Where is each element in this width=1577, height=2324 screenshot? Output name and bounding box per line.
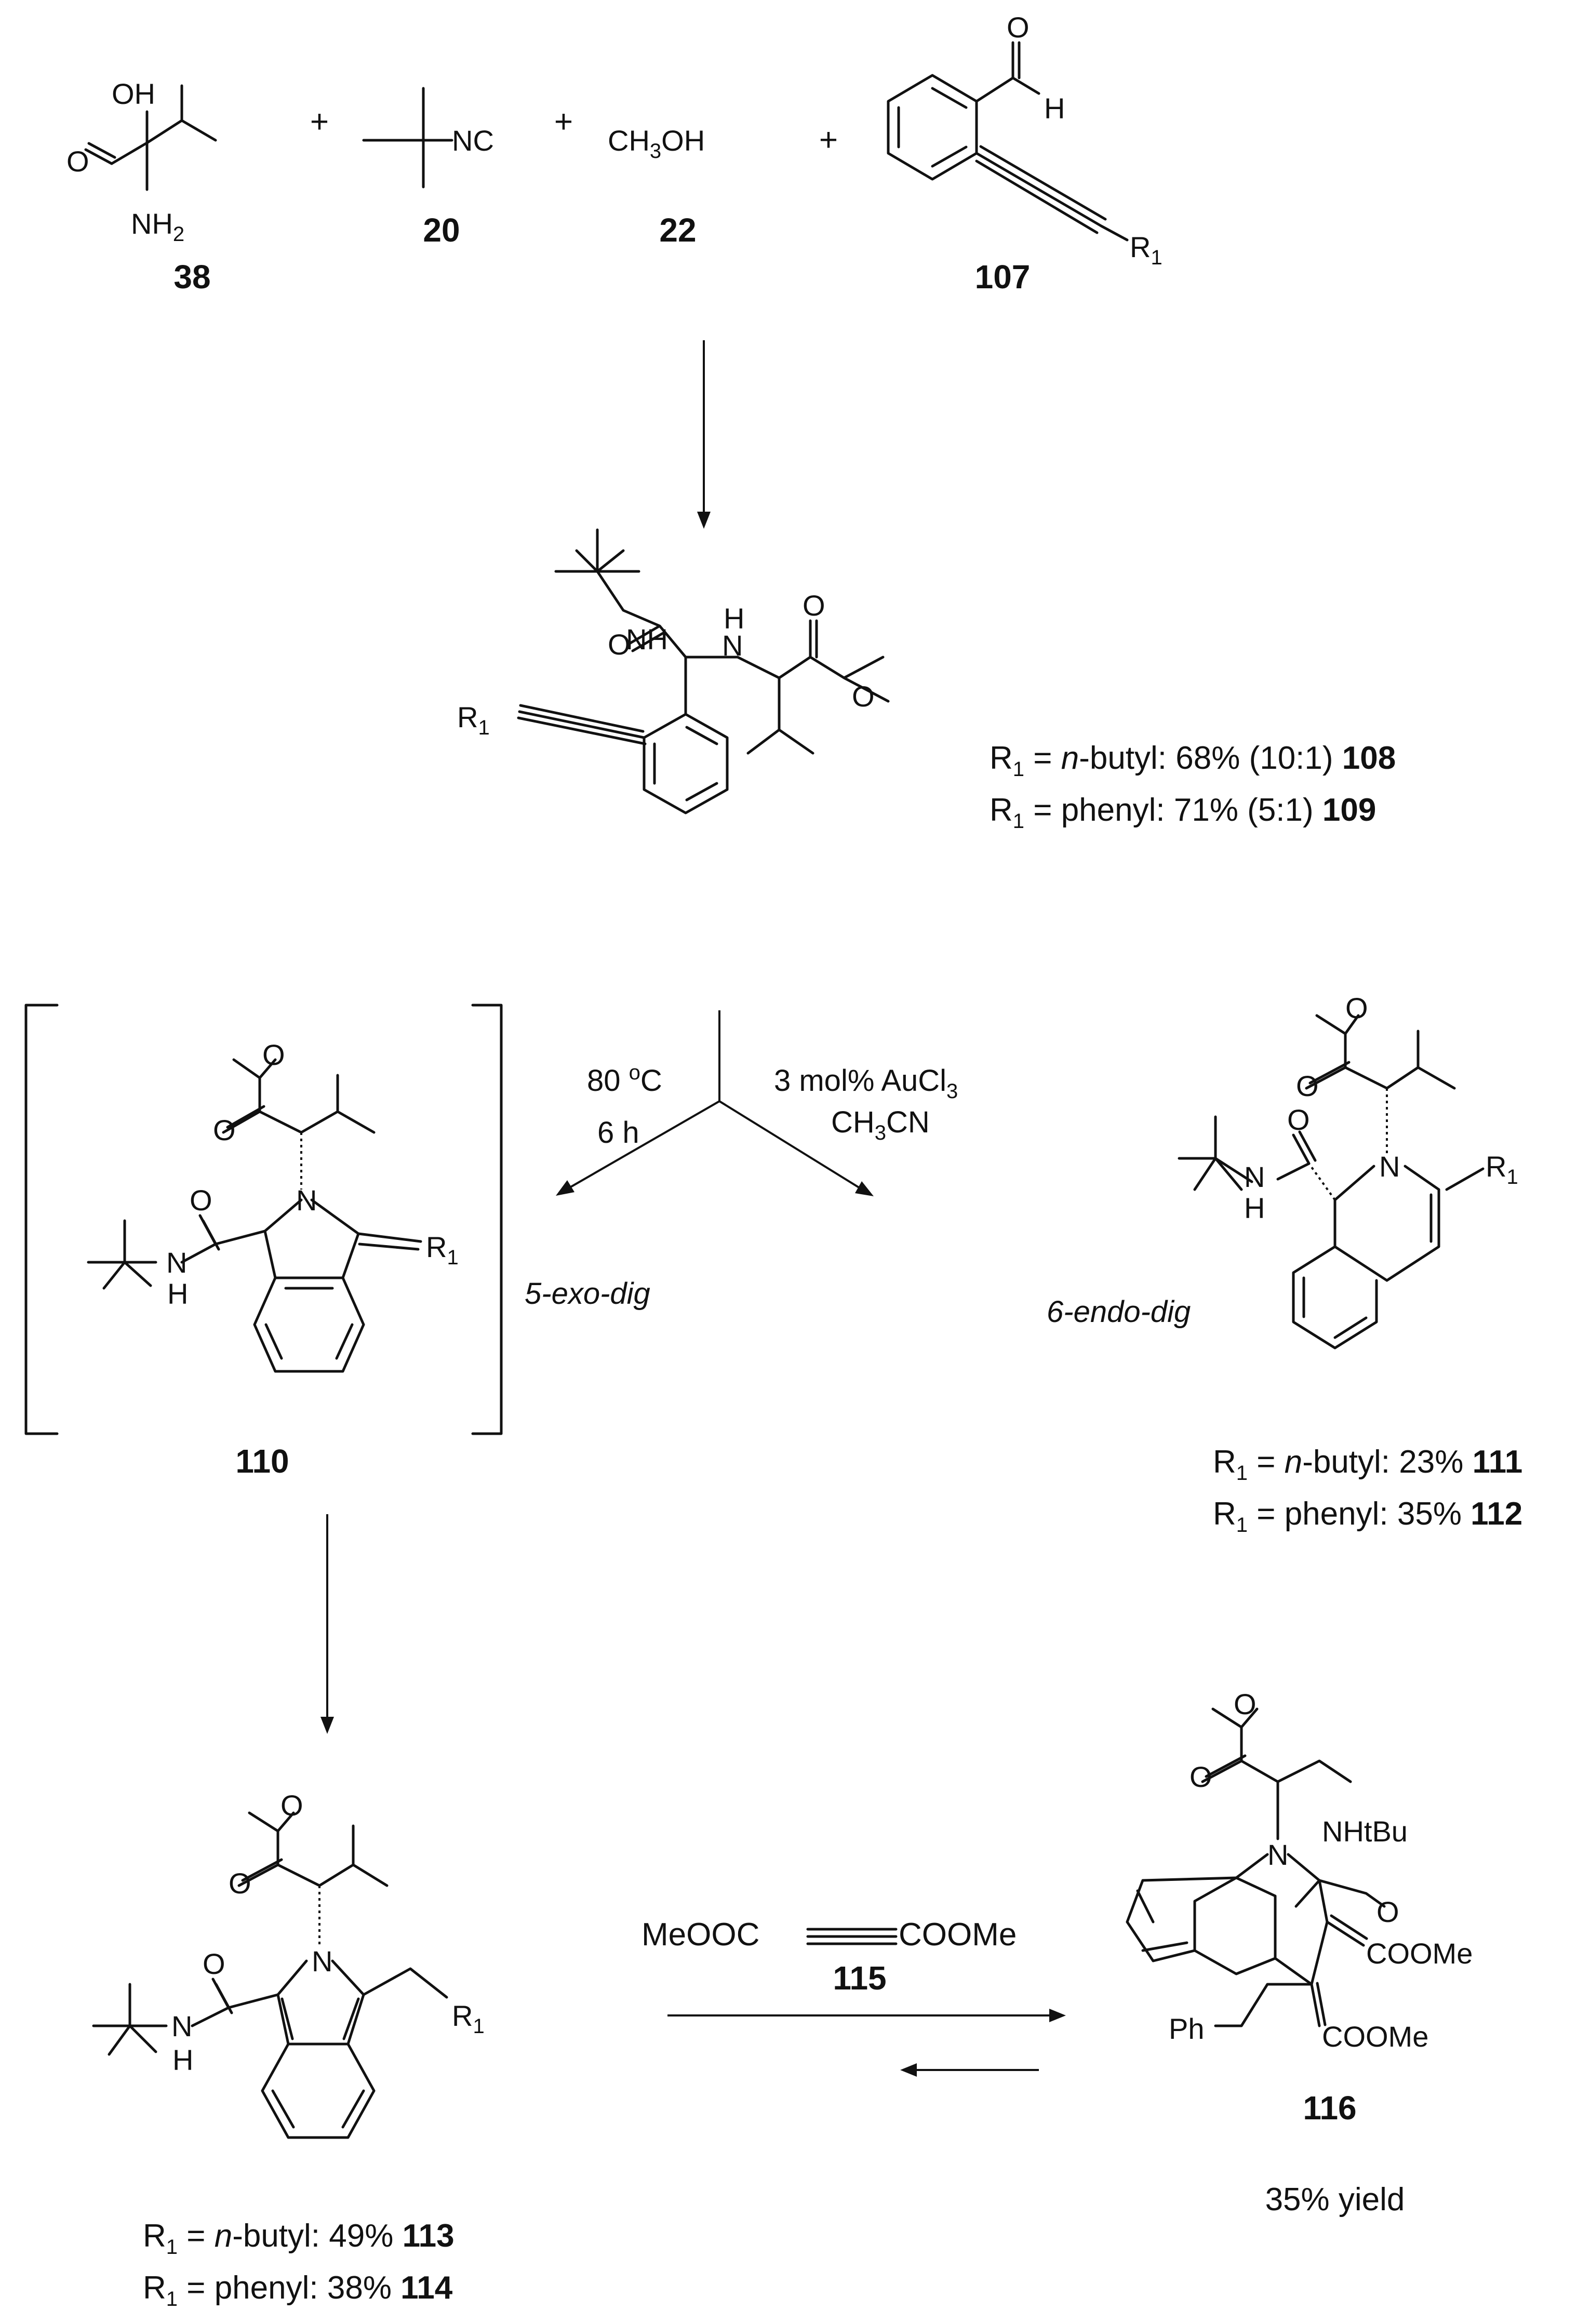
atom-o: O <box>1007 11 1030 44</box>
atom-o-ester: O <box>852 680 875 713</box>
atom-h: H <box>172 2043 193 2076</box>
atom-r1: R1 <box>452 1999 485 2038</box>
diels-alder-adduct-116: O O N NHtBu O COOMe COOMe Ph 116 35% yie… <box>1126 1688 1473 2218</box>
plus-sign-2: + <box>554 104 573 140</box>
reagent-115-dmad: MeOOC COOMe 115 <box>642 1917 1017 1997</box>
condition-solvent: CH3CN <box>831 1105 930 1144</box>
condition-temperature: 80 oC <box>587 1061 662 1098</box>
compound-label-38: 38 <box>173 258 210 296</box>
label-5-exo-dig: 5-exo-dig <box>525 1277 650 1311</box>
isoindole-product-113-114: O O O N N H R1 <box>92 1789 485 2139</box>
atom-o-ester: O <box>1234 1688 1257 1720</box>
atom-r1: R1 <box>457 701 490 739</box>
atom-coome-1: COOMe <box>1366 1937 1473 1970</box>
compound-label-110: 110 <box>235 1443 289 1480</box>
arrow-tautomerization <box>320 1514 334 1734</box>
equilibrium-arrows <box>667 2009 1066 2077</box>
condition-catalyst: 3 mol% AuCl3 <box>774 1064 958 1103</box>
atom-o-carbonyl: O <box>213 1114 236 1146</box>
conditions-thermal: 80 oC 6 h <box>587 1061 662 1150</box>
atom-nhtbu: NHtBu <box>1322 1815 1408 1848</box>
compound-label-115: 115 <box>833 1959 886 1997</box>
reactant-22-methanol: CH3OH 22 <box>608 124 705 249</box>
condition-time: 6 h <box>597 1116 639 1150</box>
atom-oh: OH <box>112 77 155 110</box>
atom-o-amide: O <box>1287 1103 1310 1136</box>
atom-o-amide: O <box>190 1184 212 1217</box>
ugi-product-108-109: NH N H O O O R1 <box>457 528 890 814</box>
plus-sign-1: + <box>310 104 329 140</box>
reactant-38-valine: OH O NH2 38 <box>66 77 217 296</box>
atom-n-ring: N <box>1379 1150 1400 1183</box>
atom-nc: NC <box>452 124 494 157</box>
formula-methanol: CH3OH <box>608 124 705 163</box>
atom-o-amide: O <box>1376 1895 1399 1928</box>
atom-n-amide: N <box>1244 1160 1265 1193</box>
intermediate-110-bracketed: O O O N N H R1 110 <box>24 1004 503 1480</box>
atom-r1: R1 <box>426 1231 459 1269</box>
yield-list-111-112: R1 = n-butyl: 23% 111 R1 = phenyl: 35% 1… <box>1213 1444 1522 1537</box>
branch-arrows <box>556 1010 874 1196</box>
atom-n-amide: N <box>166 1246 187 1279</box>
atom-ph: Ph <box>1169 2012 1205 2045</box>
atom-r1: R1 <box>1486 1150 1518 1188</box>
atom-o-ester: O <box>280 1789 303 1822</box>
yield-line-113: R1 = n-butyl: 49% 113 <box>143 2218 455 2259</box>
dmad-right: COOMe <box>899 1917 1017 1953</box>
atom-n: N <box>722 629 743 662</box>
atom-o: O <box>66 145 89 178</box>
atom-nh: NH <box>626 623 668 656</box>
atom-coome-2: COOMe <box>1322 2020 1428 2053</box>
conditions-gold: 3 mol% AuCl3 CH3CN <box>774 1064 958 1144</box>
atom-r1: R1 <box>1130 231 1162 269</box>
atom-o-ester: O <box>1345 992 1368 1024</box>
atom-h: H <box>724 602 744 635</box>
yield-line-111: R1 = n-butyl: 23% 111 <box>1213 1444 1522 1485</box>
atom-o-carbonyl: O <box>1190 1760 1212 1793</box>
atom-o-amide: O <box>608 628 631 661</box>
atom-o-ester: O <box>262 1038 285 1071</box>
compound-label-107: 107 <box>975 258 1031 296</box>
plus-sign-3: + <box>819 122 838 158</box>
compound-label-116: 116 <box>1303 2089 1356 2127</box>
yield-list-108-109: R1 = n-butyl: 68% (10:1) 108 R1 = phenyl… <box>990 740 1396 833</box>
reactant-107-alkynyl-benzaldehyde: O H R1 107 <box>887 11 1162 296</box>
atom-n-bridge: N <box>1267 1838 1288 1871</box>
yield-line-112: R1 = phenyl: 35% 112 <box>1213 1496 1522 1537</box>
yield-line-109: R1 = phenyl: 71% (5:1) 109 <box>990 792 1376 833</box>
yield-116: 35% yield <box>1265 2182 1405 2218</box>
atom-h: H <box>167 1277 188 1310</box>
atom-o-carbonyl: O <box>229 1867 251 1900</box>
dmad-left: MeOOC <box>642 1917 759 1953</box>
yield-line-108: R1 = n-butyl: 68% (10:1) 108 <box>990 740 1396 781</box>
atom-h: H <box>1044 92 1065 125</box>
compound-label-22: 22 <box>659 211 696 249</box>
atom-n-ring: N <box>296 1184 317 1217</box>
arrow-ugi-reaction <box>697 340 711 529</box>
isoquinoline-product-111-112: O O O N N H R1 <box>1178 992 1518 1350</box>
yield-list-113-114: R1 = n-butyl: 49% 113 R1 = phenyl: 38% 1… <box>143 2218 455 2310</box>
atom-o-carbonyl: O <box>803 589 825 622</box>
atom-h: H <box>1244 1192 1265 1224</box>
yield-line-114: R1 = phenyl: 38% 114 <box>143 2270 453 2310</box>
atom-nh2: NH2 <box>131 207 184 246</box>
label-6-endo-dig: 6-endo-dig <box>1047 1295 1191 1329</box>
atom-o-carbonyl: O <box>1296 1070 1319 1102</box>
compound-label-20: 20 <box>423 211 460 249</box>
atom-o-amide: O <box>203 1947 225 1980</box>
reactant-20-tert-butyl-isocyanide: NC 20 <box>362 87 494 249</box>
atom-n-amide: N <box>171 2010 192 2042</box>
atom-n-ring: N <box>312 1945 332 1978</box>
